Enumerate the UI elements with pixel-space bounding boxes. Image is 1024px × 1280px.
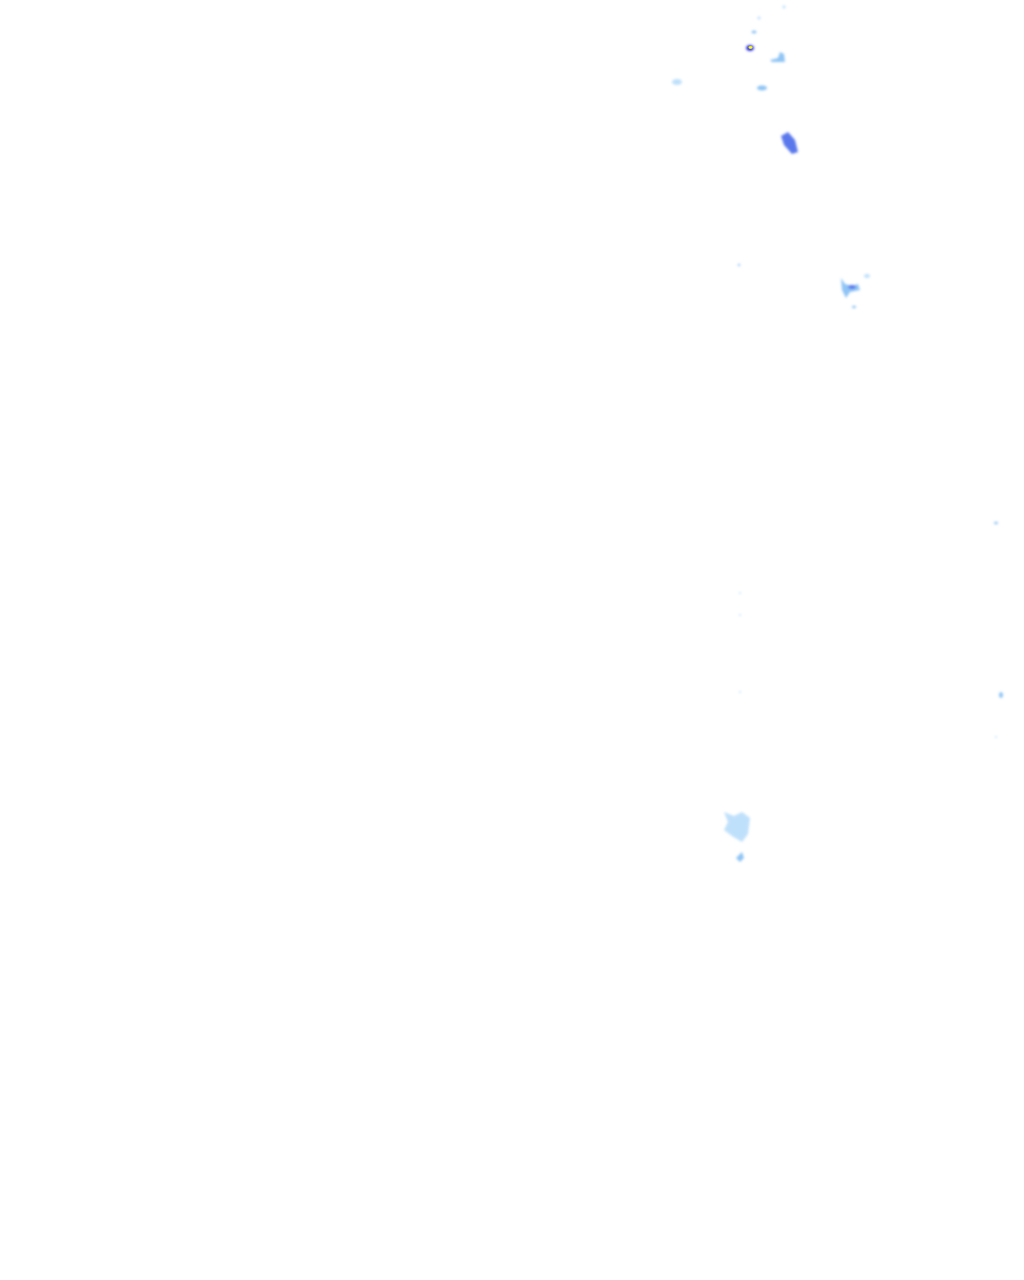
precip-cell [995, 736, 997, 738]
precip-cell [751, 30, 757, 34]
precip-cell [724, 812, 750, 842]
precip-cell [736, 852, 744, 862]
precip-cell [757, 16, 761, 20]
precip-cell [739, 691, 741, 693]
precip-cell [757, 85, 767, 91]
precip-cell [739, 614, 741, 616]
precip-cell [739, 592, 741, 594]
precip-cell [770, 52, 785, 62]
precip-cell [864, 274, 870, 278]
precip-cell [672, 79, 682, 85]
precip-cell [737, 263, 741, 267]
precip-cell [781, 132, 798, 154]
precip-cell-core [748, 46, 753, 49]
precip-cell [994, 521, 998, 525]
precip-cell [782, 5, 786, 9]
precip-cell [848, 285, 856, 289]
precip-cell [852, 305, 856, 309]
precip-cell [999, 692, 1003, 698]
